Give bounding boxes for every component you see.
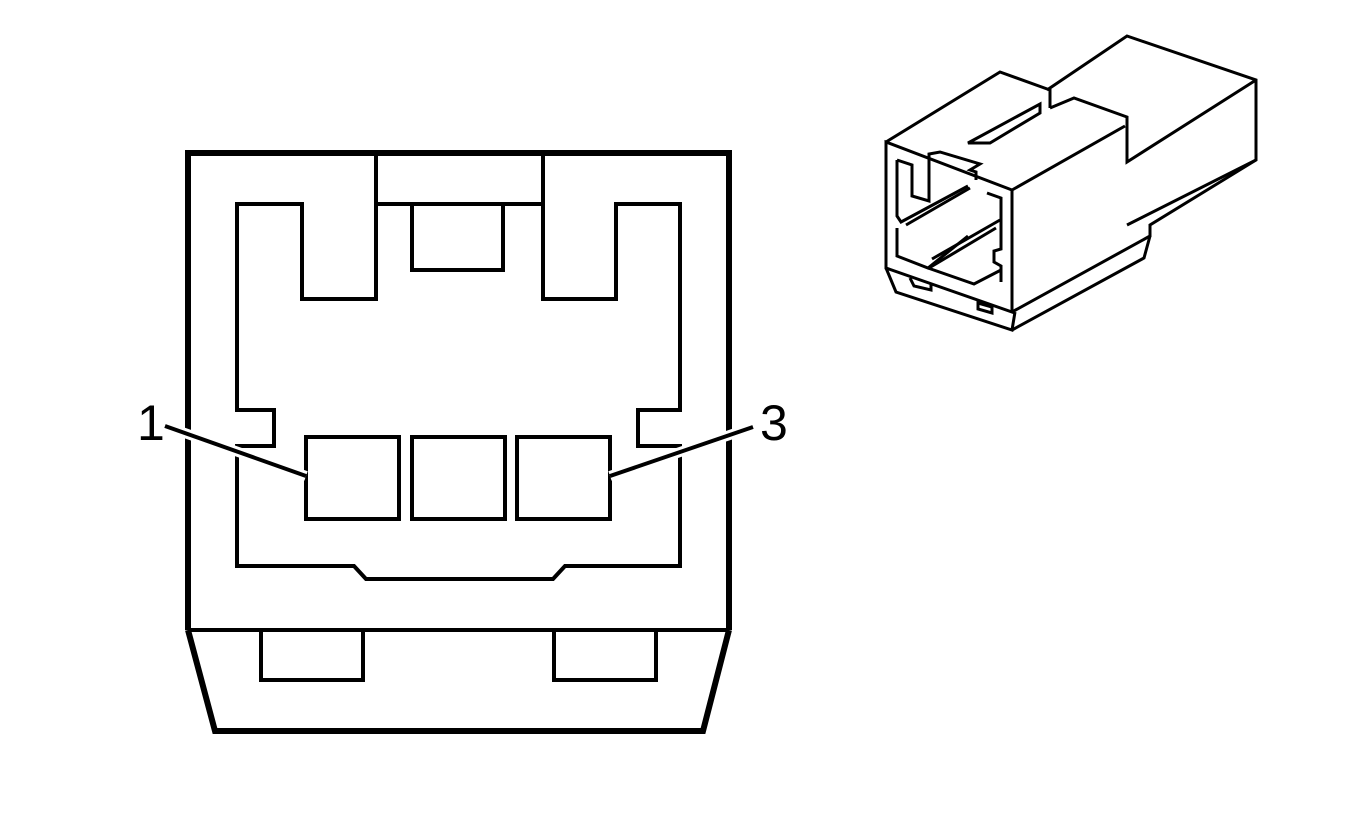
housing-outline — [185, 150, 732, 630]
latch-slot — [374, 155, 545, 206]
pin-1-cavity — [304, 435, 401, 521]
lock-window-left — [259, 631, 365, 682]
pin-3-cavity — [515, 435, 612, 521]
pin-1-label: 1 — [137, 395, 165, 451]
connector-front-view — [185, 150, 732, 734]
callout-leaders — [163, 421, 755, 481]
housing-base — [185, 629, 732, 734]
lock-window-right — [552, 631, 658, 682]
pin-1-leader — [164, 424, 307, 478]
latch-tab — [410, 202, 505, 272]
pin-3-label: 3 — [760, 395, 788, 451]
pin-3-leader — [609, 425, 754, 478]
pin-2-cavity — [410, 435, 507, 521]
connector-isometric-view — [884, 34, 1258, 332]
inner-cavity — [235, 202, 682, 581]
